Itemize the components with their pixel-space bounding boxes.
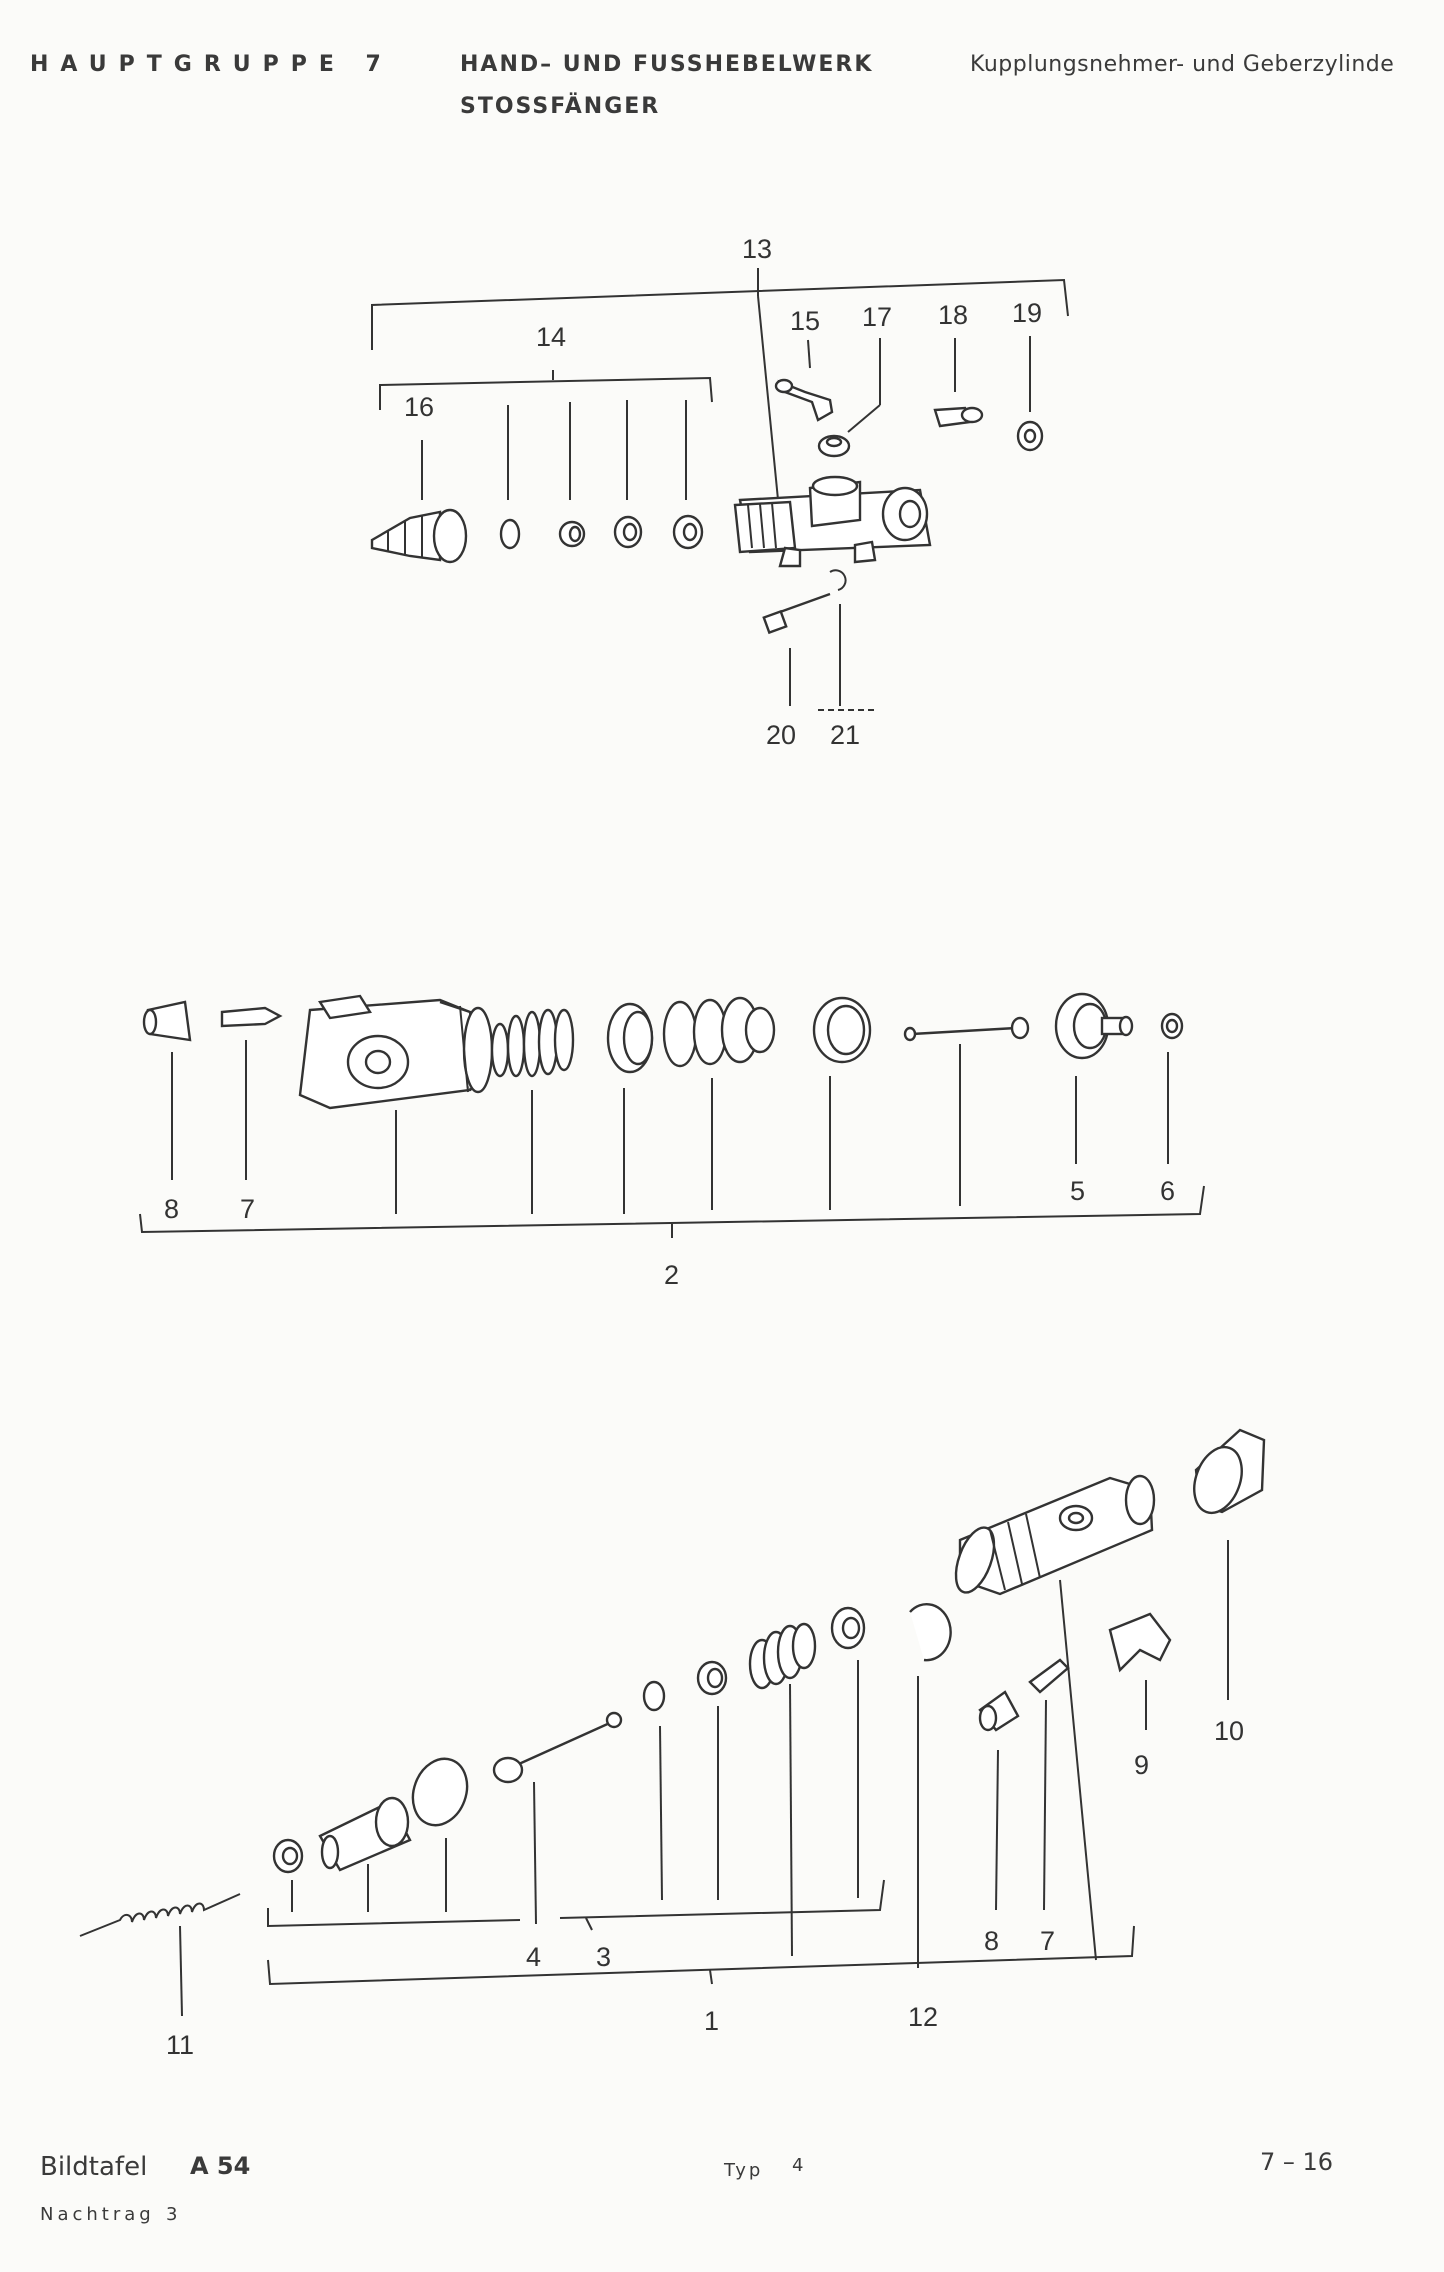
bleed-nipple-part-7 <box>220 1006 283 1028</box>
master-cylinder-body <box>733 475 932 568</box>
bleed-screw-part-18 <box>933 406 984 428</box>
typ-label: Typ <box>724 2160 764 2181</box>
bush-part <box>272 1838 304 1874</box>
nachtrag-value: 3 <box>166 2204 178 2225</box>
dust-cap-part-8 <box>978 1690 1020 1732</box>
bracket-3 <box>559 1879 885 1919</box>
label-11: 11 <box>166 2030 194 2060</box>
diagram-1: 13 14 16 15 17 18 19 <box>370 234 1069 750</box>
label-7-lower: 7 <box>1040 1926 1055 1956</box>
boot-part <box>318 1796 412 1872</box>
seal-part <box>830 1606 866 1650</box>
page-number: 7 – 16 <box>1260 2148 1334 2176</box>
piston-part <box>672 514 704 550</box>
diagram-2: 8 7 5 6 2 <box>139 992 1205 1290</box>
cup-seal-part <box>606 1002 654 1074</box>
piston-part <box>662 996 776 1068</box>
seal-part <box>558 520 586 548</box>
spring-seat-part <box>748 1622 817 1690</box>
bolt-part-20 <box>762 592 831 635</box>
bracket-14 <box>379 376 713 410</box>
label-2: 2 <box>664 1260 679 1290</box>
label-9: 9 <box>1134 1750 1149 1780</box>
diagram-3: 4 3 1 8 7 9 10 12 11 <box>79 1428 1266 2060</box>
label-16: 16 <box>404 392 434 422</box>
label-10: 10 <box>1214 1716 1244 1746</box>
label-21: 21 <box>830 720 860 750</box>
bildtafel-label: Bildtafel <box>40 2152 148 2182</box>
plate-code: A 54 <box>190 2152 251 2180</box>
spring-part <box>490 1008 575 1078</box>
washer-part <box>696 1660 728 1696</box>
label-15: 15 <box>790 306 820 336</box>
washer-part-19 <box>1016 420 1044 452</box>
bracket-2 <box>139 1185 1205 1234</box>
subtitle: Kupplungsnehmer- und Geberzylinde <box>970 52 1395 77</box>
bracket-1 <box>267 1925 1135 1986</box>
slave-cylinder-housing <box>298 994 494 1110</box>
bleed-nipple-part-7 <box>1028 1658 1070 1694</box>
label-6: 6 <box>1160 1176 1175 1206</box>
label-3: 3 <box>596 1942 611 1972</box>
cylinder-part <box>954 1474 1156 1596</box>
label-7: 7 <box>240 1194 255 1224</box>
clip-part-9 <box>1108 1612 1172 1673</box>
typ-value: 4 <box>792 2155 804 2176</box>
ring-part <box>642 1680 666 1712</box>
nachtrag-label: Nachtrag <box>40 2204 155 2225</box>
dust-cap-part-8 <box>142 1000 192 1042</box>
hauptgruppe-label: HAUPTGRUPPE 7 <box>30 52 393 77</box>
bracket-13 <box>371 278 1069 350</box>
label-8-lower: 8 <box>984 1926 999 1956</box>
push-rod-part <box>903 1016 1030 1042</box>
return-spring-part-11 <box>79 1893 241 1937</box>
boot-part-5 <box>1054 992 1134 1060</box>
banjo-fitting-part-15 <box>774 378 834 422</box>
label-12: 12 <box>908 2002 938 2032</box>
label-1: 1 <box>704 2006 719 2036</box>
cup-seal-part <box>613 515 643 549</box>
title-line-2: STOSSFÄNGER <box>460 94 661 119</box>
label-13: 13 <box>742 234 772 264</box>
label-19: 19 <box>1012 298 1042 328</box>
circlip-part-12 <box>909 1602 952 1662</box>
title-line-1: HAND– UND FUSSHEBELWERK <box>460 52 874 77</box>
label-17: 17 <box>862 302 892 332</box>
label-8: 8 <box>164 1194 179 1224</box>
label-14: 14 <box>536 322 566 352</box>
grommet-part-17 <box>817 434 851 458</box>
push-rod-part-4 <box>492 1711 623 1784</box>
nut-part-6 <box>1160 1012 1184 1040</box>
label-4: 4 <box>526 1942 541 1972</box>
ring-part <box>499 518 521 550</box>
boot-part-16 <box>370 508 468 564</box>
spring-washer-part-21 <box>829 569 847 591</box>
o-ring-part <box>411 1757 469 1827</box>
ring-part <box>812 996 872 1064</box>
label-18: 18 <box>938 300 968 330</box>
label-5: 5 <box>1070 1176 1085 1206</box>
label-20: 20 <box>766 720 796 750</box>
cap-part-10 <box>1193 1428 1266 1515</box>
